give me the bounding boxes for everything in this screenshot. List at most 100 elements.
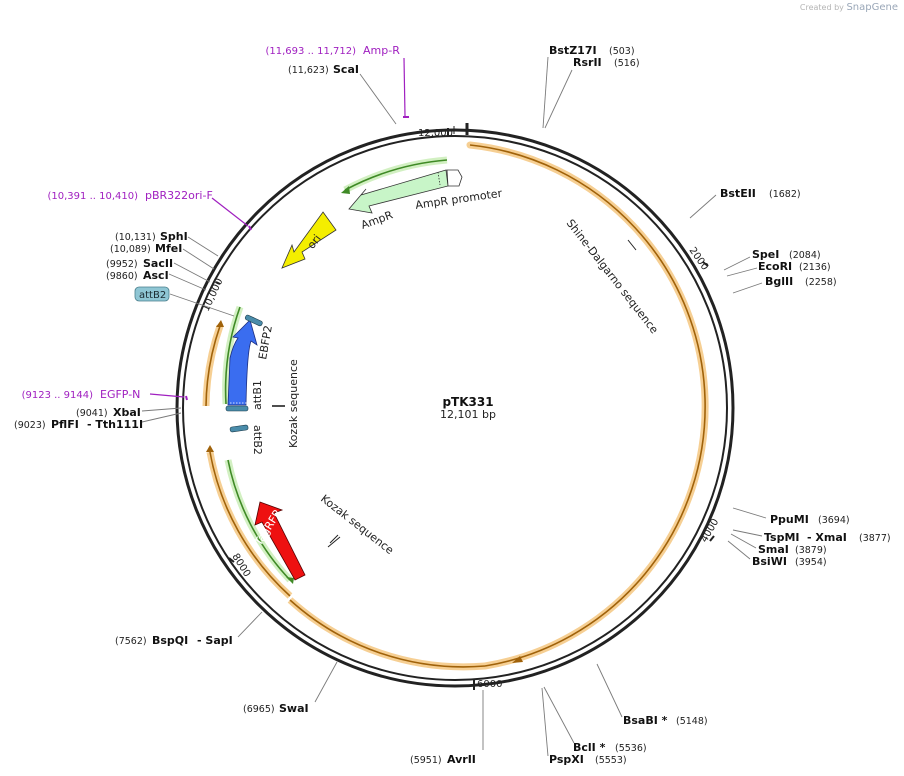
leader-xbai: [141, 407, 182, 412]
leader-bsteii: [689, 194, 717, 219]
orange-arc-right: [469, 144, 706, 667]
primer-leader-egfp-n: [149, 393, 185, 398]
tick-mark-2000: [702, 261, 709, 267]
leader-bspqi: [237, 611, 263, 638]
leader-spei: [723, 256, 751, 271]
site-name-sphi: SphI: [160, 230, 188, 243]
site-name-asci: AscI: [143, 269, 169, 282]
snapgene-watermark: Created by SnapGene: [800, 2, 898, 13]
site-name-pspxi: PspXI: [549, 753, 584, 766]
primer-name-pbr322ori-f: pBR322ori-F: [145, 189, 213, 202]
leader-sacii: [173, 262, 211, 283]
site-pos-mfei: (10,089): [110, 244, 151, 255]
leader-mfei: [182, 248, 215, 270]
attB2-box-label: attB2: [139, 290, 166, 301]
attB2-feature: [229, 424, 249, 433]
plasmid-name: pTK331: [442, 395, 493, 409]
ampr-arrow: [348, 169, 449, 214]
watermark-prefix: Created by: [799, 3, 844, 12]
green-arc-lower: [227, 459, 291, 581]
site-name-pflfi: PflFI: [51, 418, 79, 431]
leader-swai: [314, 661, 338, 703]
kozak-mark-2b: [327, 536, 341, 548]
ebfp2-label: EBFP2: [256, 324, 275, 360]
site-pos-bglii: (2258): [805, 277, 837, 288]
primer-mark-pbr322ori-f: [248, 225, 252, 231]
orange-arc-right-glow: [466, 141, 709, 670]
leader-asci: [168, 273, 207, 291]
attB1-label: attB1: [251, 380, 264, 410]
kozak-label-2: Kozak sequence: [318, 492, 396, 557]
site-pos-pflfi: (9023): [14, 420, 46, 431]
site-name-bcli: BclI *: [573, 741, 606, 754]
primer-name-egfp-n: EGFP-N: [100, 388, 140, 401]
leader-bsabi: [596, 663, 623, 718]
leader-ppumi: [732, 507, 767, 519]
site-name-ecori: EcoRI: [758, 260, 792, 273]
shine-dalgarno-label: Shine-Dalgarno sequence: [564, 217, 661, 336]
site-name-ppumi: PpuMI: [770, 513, 809, 526]
tick-label-6000: 6000: [477, 679, 502, 690]
site-name-xmai: - XmaI: [807, 531, 847, 544]
green-arc-upper: [224, 306, 241, 405]
leader-smai: [730, 533, 757, 549]
site-name-bsabi: BsaBI *: [623, 714, 668, 727]
site-name-mfei: MfeI: [155, 242, 182, 255]
leader-bsiwi: [727, 540, 751, 560]
site-pos-bsiwi: (3954): [795, 557, 827, 568]
site-pos-sphi: (10,131): [115, 232, 156, 243]
orange-arc-upper-head: [216, 320, 224, 327]
ori-arrow: [281, 211, 337, 269]
primer-leader-amp-r: [403, 57, 406, 117]
site-pos-bspqi: (7562): [115, 636, 147, 647]
attB1-feature: [225, 405, 249, 412]
attB2-upper-feature: [244, 314, 263, 327]
backbone-inner: [182, 135, 728, 681]
tick-label-10000: 10,000: [201, 277, 226, 313]
site-name-swai: SwaI: [279, 702, 309, 715]
site-pos-xbai: (9041): [76, 408, 108, 419]
ebfp2-arrow: [227, 319, 258, 406]
primer-range-pbr322ori-f: (10,391 .. 10,410): [48, 191, 139, 202]
leader-bglii: [732, 282, 763, 294]
leader-scai: [359, 73, 397, 125]
leader-ecori: [726, 267, 758, 277]
leader-rsrii: [544, 69, 573, 129]
primer-mark-egfp-n: [185, 395, 188, 401]
orange-arc-left-head: [206, 445, 214, 452]
site-name-sapi: - SapI: [197, 634, 233, 647]
green-arc-top: [344, 159, 448, 191]
feature-labels: Shine-Dalgarno sequence Kozak sequence K…: [251, 187, 661, 557]
primer-range-egfp-n: (9123 .. 9144): [22, 390, 94, 401]
leader-pflfi: [141, 412, 182, 423]
green-arc-top-head: [341, 186, 350, 194]
site-name-scai: ScaI: [333, 63, 359, 76]
site-pos-pspxi: (5553): [595, 755, 627, 766]
site-pos-ppumi: (3694): [818, 515, 850, 526]
site-name-bspqi: BspQI: [152, 634, 188, 647]
orange-arc-bottom: [289, 599, 486, 668]
primer-markers: [149, 57, 409, 401]
site-name-bglii: BglII: [765, 275, 793, 288]
primer-range-amp-r: (11,693 .. 11,712): [266, 46, 357, 57]
attB2-label: attB2: [251, 425, 264, 455]
tagrfp-arrow: [254, 501, 306, 581]
attB2-box: [134, 286, 170, 302]
kozak-label-1: Kozak sequence: [287, 359, 300, 448]
primer-name-amp-r: Amp-R: [363, 44, 400, 57]
orange-arc-left: [209, 451, 291, 597]
site-name-bstz17i: BstZ17I: [549, 44, 597, 57]
site-name-sacii: SacII: [143, 257, 173, 270]
site-name-bsteii: BstEII: [720, 187, 756, 200]
site-pos-asci: (9860): [106, 271, 138, 282]
primer-leader-pbr322ori-f: [211, 197, 249, 227]
site-pos-spei: (2084): [789, 250, 821, 261]
watermark-brand: SnapGene: [846, 2, 898, 13]
shine-dalgarno-mark: [627, 239, 637, 251]
site-pos-bcli: (5536): [615, 743, 647, 754]
site-pos-bsabi: (5148): [676, 716, 708, 727]
site-name-bsiwi: BsiWI: [752, 555, 787, 568]
tick-mark-4000: [709, 535, 715, 542]
site-pos-rsrii: (516): [614, 58, 640, 69]
leader-pspxi: [541, 687, 549, 757]
